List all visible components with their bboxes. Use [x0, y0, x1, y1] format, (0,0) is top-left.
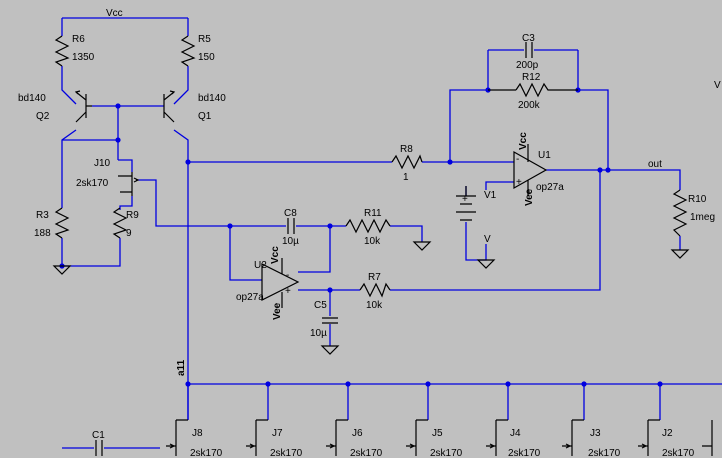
j3-ref: J3: [590, 428, 601, 439]
j7-model: 2sk170: [270, 448, 303, 458]
u1-vee: Vee: [524, 188, 535, 206]
c5-ref: C5: [314, 300, 327, 311]
j10-model: 2sk170: [76, 178, 109, 189]
q2-model: bd140: [18, 93, 46, 104]
v1-plus: +: [462, 194, 468, 205]
u1-model: op27a: [536, 182, 564, 193]
opamp-u2: [261, 258, 300, 308]
c3-value: 200p: [516, 60, 539, 71]
c8-value: 10µ: [282, 236, 299, 247]
net-label-v-edge: V: [714, 80, 721, 91]
j7-ref: J7: [272, 428, 283, 439]
r7-value: 10k: [366, 300, 383, 311]
j5-ref: J5: [432, 428, 443, 439]
c3-ref: C3: [522, 33, 535, 44]
opamp-u1: [513, 144, 548, 196]
u2-minus: -: [286, 270, 289, 281]
u2-vee: Vee: [272, 302, 283, 320]
r8-ref: R8: [400, 144, 413, 155]
resistor-r3: [54, 207, 70, 239]
u1-ref: U1: [538, 150, 551, 161]
bjt-q1: [163, 90, 176, 123]
r12-ref: R12: [522, 72, 541, 83]
bjt-q2: [74, 90, 92, 123]
resistor-r5: [180, 35, 196, 67]
r3-value: 188: [34, 228, 51, 239]
r9-value: 9: [126, 228, 132, 239]
jfet-j10: [118, 172, 140, 196]
r5-value: 150: [198, 52, 215, 63]
r5-ref: R5: [198, 34, 211, 45]
j2-model: 2sk170: [662, 448, 695, 458]
ground-r11: [412, 241, 432, 251]
capacitor-c3: [525, 42, 533, 58]
v1-value: V: [484, 234, 491, 245]
ground-c5: [320, 345, 340, 355]
capacitors: [95, 42, 533, 456]
capacitor-c1: [95, 440, 103, 456]
junction-dots: [59, 87, 663, 387]
r10-ref: R10: [688, 194, 707, 205]
j8-ref: J8: [192, 428, 203, 439]
ground-r10: [670, 249, 690, 259]
r11-ref: R11: [364, 208, 382, 219]
r8-value: 1: [403, 172, 409, 183]
u1-vcc: Vcc: [518, 132, 529, 150]
u2-plus: +: [285, 286, 291, 297]
v1-ref: V1: [484, 190, 497, 201]
voltage-source-v1: [456, 186, 476, 221]
resistor-r11: [345, 218, 391, 234]
net-label-vcc: Vcc: [106, 8, 123, 19]
u1-plus: +: [516, 177, 522, 188]
resistor-r9: [112, 207, 128, 239]
q2-ref: Q2: [36, 111, 50, 122]
resistor-r10: [672, 189, 688, 237]
r3-ref: R3: [36, 210, 49, 221]
j6-ref: J6: [352, 428, 363, 439]
q1-model: bd140: [198, 93, 226, 104]
resistor-r8: [391, 154, 423, 170]
j5-model: 2sk170: [430, 448, 463, 458]
capacitor-c8: [287, 218, 295, 234]
wires: [61, 17, 722, 449]
r12-value: 200k: [518, 100, 541, 111]
r11-value: 10k: [364, 236, 381, 247]
r10-value: 1meg: [690, 212, 715, 223]
r6-ref: R6: [72, 34, 85, 45]
j4-model: 2sk170: [508, 448, 541, 458]
ground-v1: [476, 259, 496, 269]
jfet-array: [166, 419, 713, 456]
u2-vcc: Vcc: [270, 246, 281, 264]
resistor-r12: [488, 82, 578, 98]
j10-ref: J10: [94, 158, 111, 169]
r9-ref: R9: [126, 210, 139, 221]
j3-model: 2sk170: [588, 448, 621, 458]
r6-value: 1350: [72, 52, 95, 63]
u2-ref: U2: [254, 260, 267, 271]
q1-ref: Q1: [198, 111, 212, 122]
resistor-r7: [359, 282, 391, 298]
grounds: [52, 241, 690, 355]
c8-ref: C8: [284, 208, 297, 219]
j2-ref: J2: [662, 428, 673, 439]
net-label-out: out: [648, 159, 662, 170]
net-label-a11: a11: [176, 359, 187, 376]
c1-ref: C1: [92, 430, 105, 441]
u1-minus: -: [516, 154, 519, 165]
resistors: [54, 35, 688, 298]
j4-ref: J4: [510, 428, 521, 439]
r7-ref: R7: [368, 272, 381, 283]
u2-model: op27a: [236, 292, 264, 303]
c5-value: 10µ: [310, 328, 327, 339]
resistor-r6: [54, 35, 70, 67]
ground-r3: [52, 265, 72, 275]
j8-model: 2sk170: [190, 448, 223, 458]
capacitor-c5: [322, 317, 338, 324]
j6-model: 2sk170: [350, 448, 383, 458]
